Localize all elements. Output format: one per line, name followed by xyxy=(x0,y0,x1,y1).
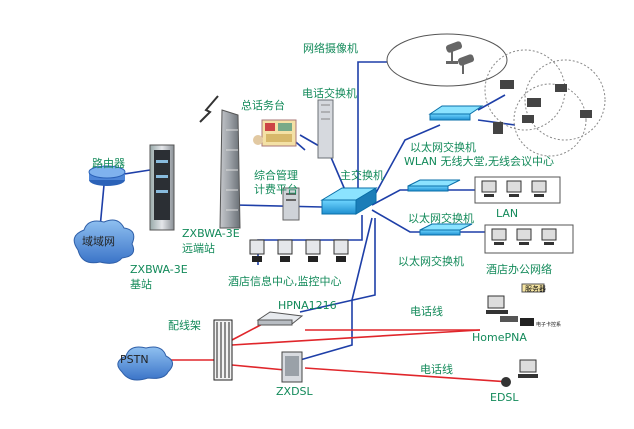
homepna-client-icon xyxy=(486,295,534,326)
pbx-icon xyxy=(317,99,334,159)
front-desk-icon xyxy=(253,119,297,147)
billing-server-icon xyxy=(282,187,300,221)
label-lan: LAN xyxy=(496,207,519,220)
eth-switch-icon-2 xyxy=(407,179,461,192)
label-distribution-frame: 配线架 xyxy=(168,319,201,332)
office-network-box xyxy=(484,224,574,254)
tag-card-text: 电子卡控系 xyxy=(536,322,562,328)
label-eth-switch-1: 以太网交换机 xyxy=(410,141,476,154)
label-eth-switch-2: 以太网交换机 xyxy=(408,212,474,225)
edsl-client-icon xyxy=(501,359,538,387)
wireless-terminal-icons xyxy=(493,80,592,134)
label-router: 路由器 xyxy=(92,157,125,170)
lan-box xyxy=(474,176,561,204)
label-mgmt-line2: 计费平台 xyxy=(254,183,298,196)
label-wlan: WLAN 无线大堂,无线会议中心 xyxy=(404,155,555,168)
tag-server-text: 服务器 xyxy=(525,285,546,293)
label-edsl: EDSL xyxy=(490,391,519,404)
remote-station-tower xyxy=(219,109,241,229)
label-base-station: 基站 xyxy=(130,278,152,291)
label-pbx: 电话交换机 xyxy=(302,87,357,100)
label-mgmt-line1: 综合管理 xyxy=(254,169,298,182)
label-info-center: 酒店信息中心,监控中心 xyxy=(228,275,342,288)
eth-switch-icon-3 xyxy=(419,223,473,236)
label-phone-line-1: 电话线 xyxy=(410,305,443,318)
main-switch-icon xyxy=(320,187,378,215)
zxdsl-device-icon xyxy=(281,351,303,383)
label-pstn: PSTN xyxy=(120,353,149,366)
label-main-switch: 主交换机 xyxy=(340,169,384,182)
camera-icon xyxy=(445,41,475,74)
label-front-desk: 总话务台 xyxy=(241,99,285,112)
wireless-link-icon xyxy=(199,95,219,123)
info-center-terminals xyxy=(249,239,349,262)
links-red xyxy=(168,319,511,383)
eth-switch-icon-1 xyxy=(428,105,484,121)
label-office-network: 酒店办公网络 xyxy=(486,263,552,276)
hpna-device-icon xyxy=(256,311,304,326)
base-station-cabinet xyxy=(149,144,175,231)
label-remote-station-model: ZXBWA-3E xyxy=(182,227,240,240)
label-phone-line-2: 电话线 xyxy=(420,363,453,376)
label-wan: 域域网 xyxy=(82,235,115,248)
label-hpna: HPNA1216 xyxy=(278,299,337,312)
label-remote-station: 远端站 xyxy=(182,242,215,255)
camera-group xyxy=(386,33,508,87)
label-eth-switch-3: 以太网交换机 xyxy=(398,255,464,268)
label-zxdsl: ZXDSL xyxy=(276,385,313,398)
pstn-cloud-icon xyxy=(117,346,173,381)
wan-cloud-icon xyxy=(73,219,135,264)
label-camera: 网络摄像机 xyxy=(303,42,358,55)
server-tag xyxy=(521,283,545,293)
label-base-station-model: ZXBWA-3E xyxy=(130,263,188,276)
router-icon xyxy=(88,165,126,186)
label-homepna: HomePNA xyxy=(472,331,527,344)
distribution-frame-icon xyxy=(213,319,233,381)
